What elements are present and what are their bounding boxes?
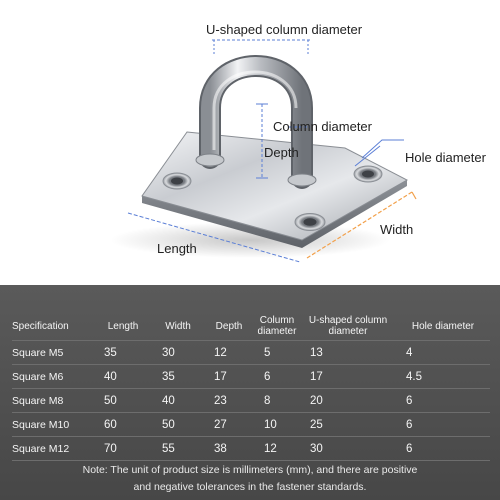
cell-column-diameter: 8 (254, 388, 300, 413)
cell-specification: Square M5 (12, 340, 94, 365)
header-depth: Depth (204, 312, 254, 341)
cell-depth: 23 (204, 388, 254, 413)
cell-column-diameter: 10 (254, 412, 300, 437)
cell-hole-diameter: 4 (396, 340, 490, 365)
length-label: Length (157, 241, 197, 256)
note-line-1: Note: The unit of product size is millim… (82, 464, 418, 476)
cell-width: 35 (152, 364, 204, 389)
cell-u-shaped-column-diameter: 17 (300, 364, 396, 389)
cell-hole-diameter: 6 (396, 436, 490, 461)
mounting-holes (162, 165, 383, 231)
depth-label: Depth (264, 145, 299, 160)
size-note: Note: The unit of product size is millim… (0, 462, 500, 496)
u-shaped-column-diameter-label: U-shaped column diameter (206, 22, 363, 37)
cell-hole-diameter: 6 (396, 412, 490, 437)
cell-depth: 27 (204, 412, 254, 437)
cell-column-diameter: 6 (254, 364, 300, 389)
width-label: Width (380, 222, 414, 237)
cell-depth: 38 (204, 436, 254, 461)
cell-column-diameter: 12 (254, 436, 300, 461)
cell-width: 30 (152, 340, 204, 365)
plate-edge (142, 180, 407, 248)
u-shaped-loop (195, 55, 317, 189)
cell-specification: Square M8 (12, 388, 94, 413)
cell-column-diameter: 5 (254, 340, 300, 365)
cell-u-shaped-column-diameter: 30 (300, 436, 396, 461)
cell-hole-diameter: 6 (396, 388, 490, 413)
cell-width: 55 (152, 436, 204, 461)
cell-length: 70 (94, 436, 152, 461)
cell-u-shaped-column-diameter: 25 (300, 412, 396, 437)
column-diameter-label: Column diameter (273, 119, 372, 134)
cell-width: 50 (152, 412, 204, 437)
cell-u-shaped-column-diameter: 20 (300, 388, 396, 413)
cell-hole-diameter: 4.5 (396, 364, 490, 389)
cell-width: 40 (152, 388, 204, 413)
hole-diameter-label: Hole diameter (405, 150, 486, 165)
product-photo (110, 39, 417, 263)
header-hole-diameter: Hole diameter (396, 312, 490, 341)
width-dimension-line (306, 191, 417, 259)
header-width: Width (152, 312, 204, 341)
cell-length: 50 (94, 388, 152, 413)
cell-depth: 17 (204, 364, 254, 389)
header-specification: Specification (12, 312, 94, 341)
note-line-2: and negative tolerances in the fastener … (133, 481, 367, 493)
cell-length: 40 (94, 364, 152, 389)
cell-length: 35 (94, 340, 152, 365)
header-length: Length (94, 312, 152, 341)
cell-length: 60 (94, 412, 152, 437)
dimension-lines (212, 39, 404, 179)
cell-specification: Square M12 (12, 436, 94, 461)
cell-depth: 12 (204, 340, 254, 365)
cell-specification: Square M10 (12, 412, 94, 437)
cell-u-shaped-column-diameter: 13 (300, 340, 396, 365)
cell-specification: Square M6 (12, 364, 94, 389)
